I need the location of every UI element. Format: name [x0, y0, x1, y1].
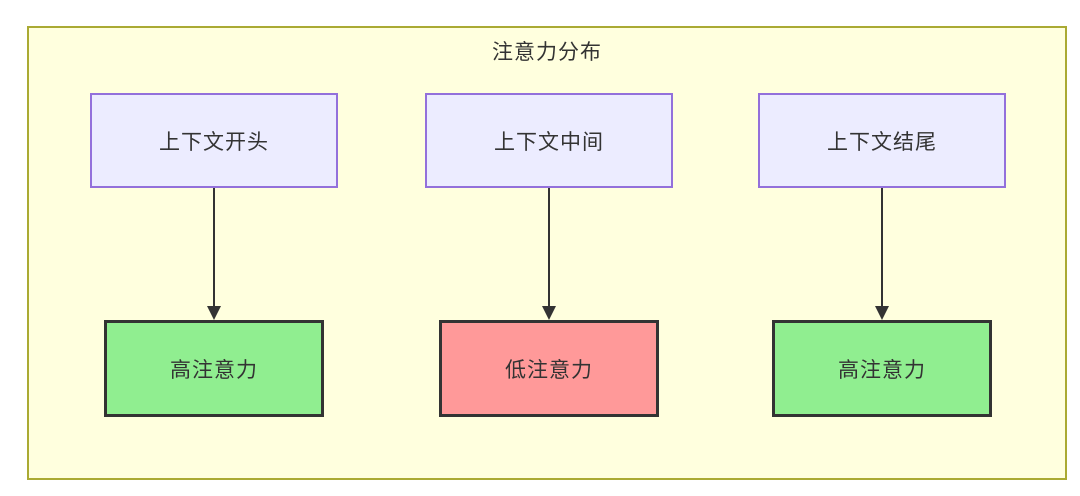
node-context-end: 上下文结尾	[758, 93, 1006, 188]
node-low-attention: 低注意力	[439, 320, 659, 417]
arrow-line	[213, 188, 215, 306]
node-context-start: 上下文开头	[90, 93, 338, 188]
attention-distribution-cluster: 注意力分布 上下文开头 高注意力 上下文中间 低注意力 上下文结尾 高注意力	[27, 26, 1067, 480]
node-high-attention-1: 高注意力	[104, 320, 324, 417]
arrow-head-icon	[542, 306, 556, 320]
arrow-down	[542, 188, 556, 320]
arrow-down	[875, 188, 889, 320]
arrow-line	[548, 188, 550, 306]
flow-column-context-start: 上下文开头 高注意力	[90, 93, 338, 417]
diagram-title: 注意力分布	[492, 41, 602, 64]
node-high-attention-2: 高注意力	[772, 320, 992, 417]
node-context-middle: 上下文中间	[425, 93, 673, 188]
arrow-line	[881, 188, 883, 306]
flow-column-context-middle: 上下文中间 低注意力	[425, 93, 673, 417]
arrow-head-icon	[207, 306, 221, 320]
flow-column-context-end: 上下文结尾 高注意力	[758, 93, 1006, 417]
arrow-down	[207, 188, 221, 320]
arrow-head-icon	[875, 306, 889, 320]
